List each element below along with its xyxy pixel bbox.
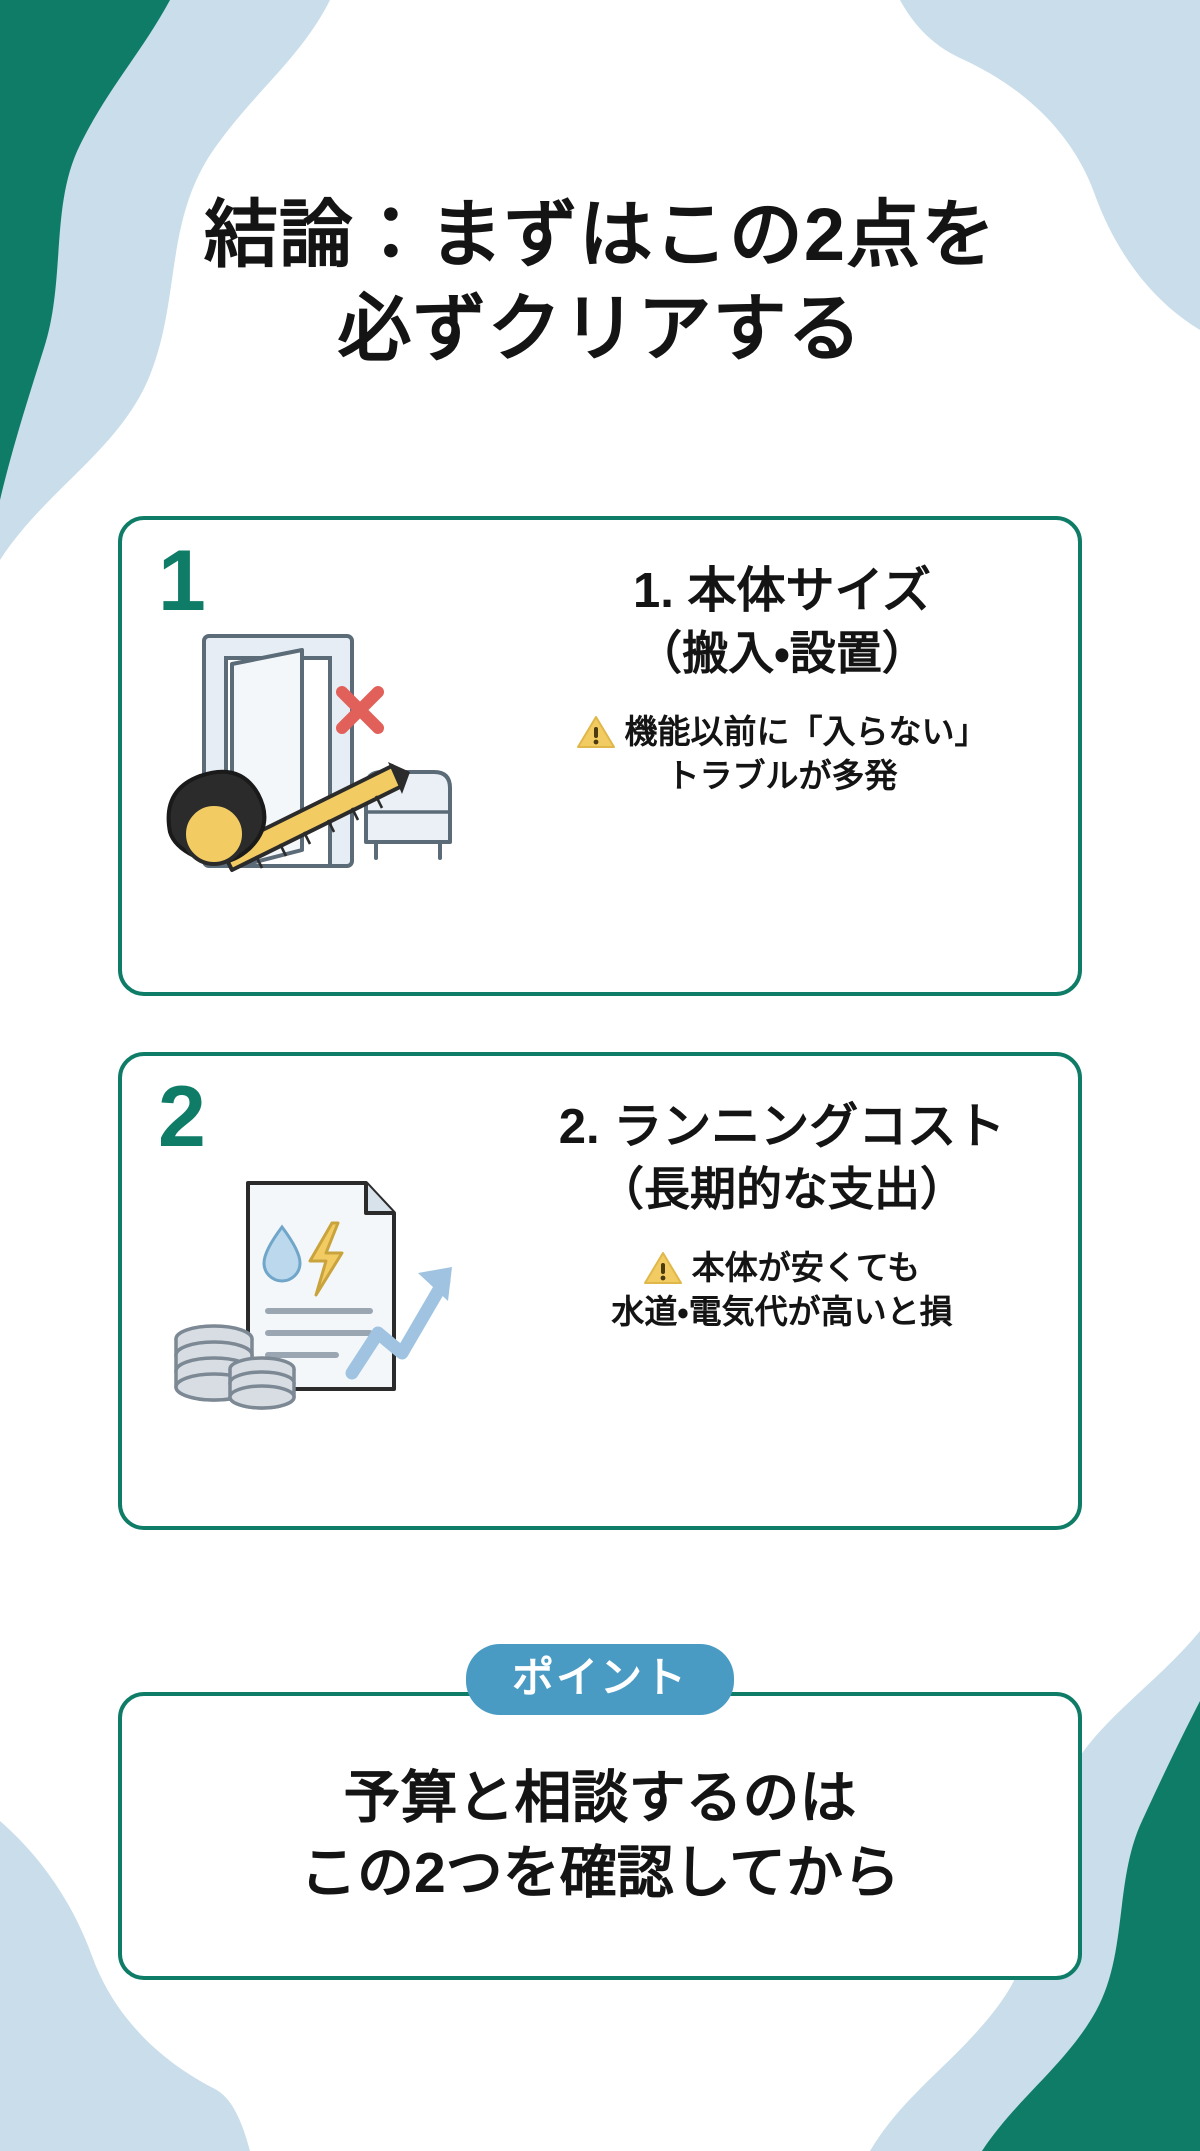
- title-line-2: 必ずクリアする: [337, 286, 863, 370]
- point-line-2: この2つを確認してから: [300, 1841, 900, 1905]
- card-2-note-line-1: 本体が安くても: [691, 1249, 921, 1287]
- card-number-1: 1: [158, 533, 206, 629]
- card-2-heading: 2. ランニングコスト: [558, 1100, 1006, 1154]
- cross-mark-icon: [336, 686, 384, 734]
- card-1-note: 機能以前に「入らない」 トラブルが多発: [576, 710, 988, 798]
- point-badge: ポイント: [465, 1644, 735, 1715]
- card-running-cost[interactable]: 2: [118, 1052, 1082, 1530]
- card-1-heading: 1. 本体サイズ: [632, 564, 931, 618]
- point-line-1: 予算と相談するのは: [343, 1765, 857, 1830]
- card-size[interactable]: 1: [118, 516, 1082, 996]
- card-2-note-line-2: 水道・電気代が高いと損: [611, 1293, 953, 1331]
- utility-bill-coins-chart-illustration: [122, 1056, 512, 1526]
- card-2-note: 本体が安くても 水道・電気代が高いと損: [611, 1246, 952, 1334]
- title-line-1: 結論：まずはこの2点を: [203, 193, 997, 276]
- tape-measure-doorway-illustration: [122, 520, 512, 992]
- card-number-2: 2: [158, 1069, 206, 1165]
- card-1-note-line-2: トラブルが多発: [666, 757, 898, 795]
- card-2-subtitle: （長期的な支出）: [598, 1162, 966, 1215]
- card-1-note-line-1: 機能以前に「入らない」: [624, 713, 988, 751]
- page-title: 結論：まずはこの2点を 必ずクリアする: [0, 188, 1200, 376]
- warning-triangle-icon: [643, 1252, 682, 1285]
- point-card[interactable]: 予算と相談するのは この2つを確認してから: [118, 1692, 1082, 1980]
- card-1-subtitle: （搬入・設置）: [636, 626, 928, 679]
- warning-triangle-icon: [576, 716, 615, 749]
